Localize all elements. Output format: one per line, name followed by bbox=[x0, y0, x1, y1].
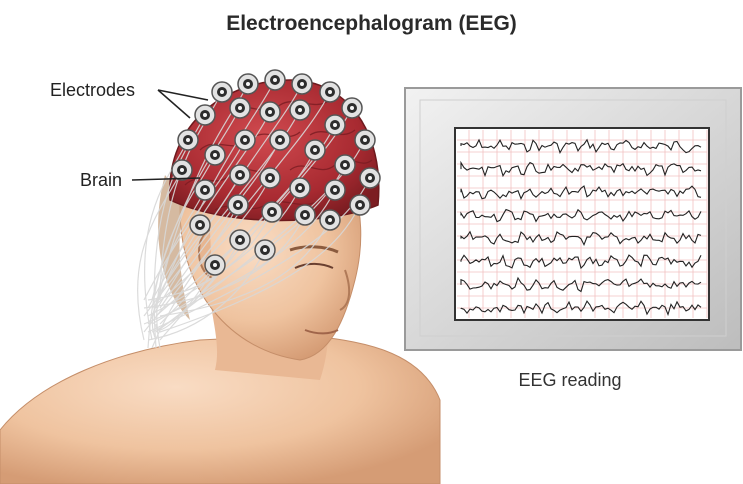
electrode-icon bbox=[265, 70, 285, 90]
electrode-icon bbox=[325, 180, 345, 200]
electrode-icon bbox=[320, 82, 340, 102]
electrode-icon bbox=[212, 82, 232, 102]
electrode-icon bbox=[342, 98, 362, 118]
electrode-icon bbox=[270, 130, 290, 150]
electrode-icon bbox=[290, 178, 310, 198]
electrode-icon bbox=[325, 115, 345, 135]
electrode-icon bbox=[360, 168, 380, 188]
electrodes-label: Electrodes bbox=[50, 80, 135, 101]
electrode-icon bbox=[350, 195, 370, 215]
electrode-icon bbox=[238, 74, 258, 94]
electrode-icon bbox=[195, 105, 215, 125]
electrode-icon bbox=[255, 240, 275, 260]
brain-label: Brain bbox=[80, 170, 122, 191]
electrode-icon bbox=[305, 140, 325, 160]
electrode-icon bbox=[355, 130, 375, 150]
electrode-icon bbox=[205, 255, 225, 275]
electrode-icon bbox=[262, 202, 282, 222]
electrode-icon bbox=[205, 145, 225, 165]
electrode-icon bbox=[320, 210, 340, 230]
electrodes-pointer-1 bbox=[158, 90, 190, 118]
electrode-icon bbox=[228, 195, 248, 215]
electrode-icon bbox=[292, 74, 312, 94]
electrode-icon bbox=[290, 100, 310, 120]
electrode-icon bbox=[195, 180, 215, 200]
electrode-icon bbox=[230, 230, 250, 250]
electrode-icon bbox=[295, 205, 315, 225]
electrode-icon bbox=[230, 98, 250, 118]
electrode-icon bbox=[172, 160, 192, 180]
electrode-icon bbox=[190, 215, 210, 235]
electrode-icon bbox=[260, 168, 280, 188]
eeg-reading-caption: EEG reading bbox=[470, 370, 670, 391]
electrode-icon bbox=[230, 165, 250, 185]
electrode-icon bbox=[335, 155, 355, 175]
electrode-icon bbox=[260, 102, 280, 122]
electrode-icon bbox=[235, 130, 255, 150]
electrodes-pointer-2 bbox=[158, 90, 208, 100]
electrode-icon bbox=[178, 130, 198, 150]
